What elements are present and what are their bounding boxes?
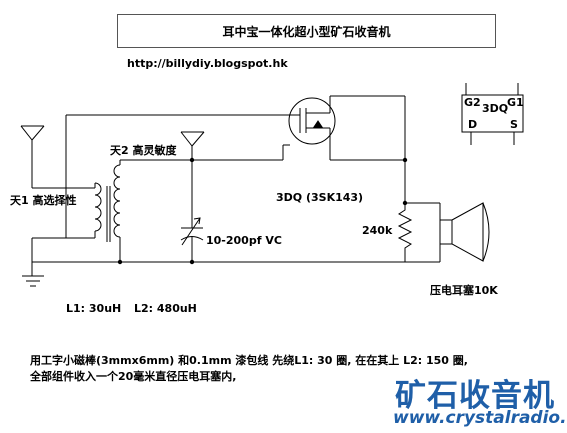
resistor-symbol bbox=[397, 203, 413, 262]
brand-logo-text: 矿石收音机 bbox=[395, 378, 555, 414]
variable-capacitor bbox=[180, 210, 204, 262]
antenna-2-label: 天2 高灵敏度 bbox=[110, 144, 177, 157]
pin-g1-label: G1 bbox=[507, 96, 524, 109]
antenna-2-symbol bbox=[180, 131, 205, 210]
pinout-box bbox=[461, 94, 524, 133]
junction-dots bbox=[117, 157, 408, 265]
brand-url[interactable]: www.crystalradio.cn bbox=[393, 408, 567, 428]
antenna-1-symbol bbox=[20, 125, 45, 188]
transistor-label: 3DQ (3SK143) bbox=[276, 191, 364, 204]
page-title: 耳中宝一体化超小型矿石收音机 bbox=[222, 24, 391, 39]
capacitor-label: 10-200pf VC bbox=[206, 234, 282, 247]
speaker-label: 压电耳塞10K bbox=[430, 284, 498, 297]
l2-label: L2: 480uH bbox=[134, 302, 197, 315]
title-box: 耳中宝一体化超小型矿石收音机 bbox=[117, 14, 496, 48]
pin-d-label: D bbox=[468, 118, 478, 131]
l1-label: L1: 30uH bbox=[66, 302, 122, 315]
coil-l1 bbox=[32, 182, 102, 238]
speaker-symbol bbox=[439, 202, 490, 262]
mosfet-symbol bbox=[283, 96, 336, 146]
resistor-label: 240k bbox=[362, 224, 393, 237]
ground-symbol bbox=[22, 238, 44, 287]
blog-url[interactable]: http://billydiy.blogspot.hk bbox=[127, 57, 288, 70]
pin-g2-label: G2 bbox=[464, 96, 481, 109]
antenna-1-label: 天1 高选择性 bbox=[10, 194, 77, 207]
coil-l2 bbox=[113, 160, 121, 262]
note-line-1: 用工字小磁棒(3mmx6mm) 和0.1mm 漆包线 先绕L1: 30 圈, 在… bbox=[30, 354, 468, 367]
pinout-name-label: 3DQ bbox=[482, 102, 509, 115]
pin-s-label: S bbox=[510, 118, 518, 131]
pinout-pins bbox=[465, 83, 519, 145]
note-line-2: 全部组件收入一个20毫米直径压电耳塞内, bbox=[30, 370, 237, 383]
